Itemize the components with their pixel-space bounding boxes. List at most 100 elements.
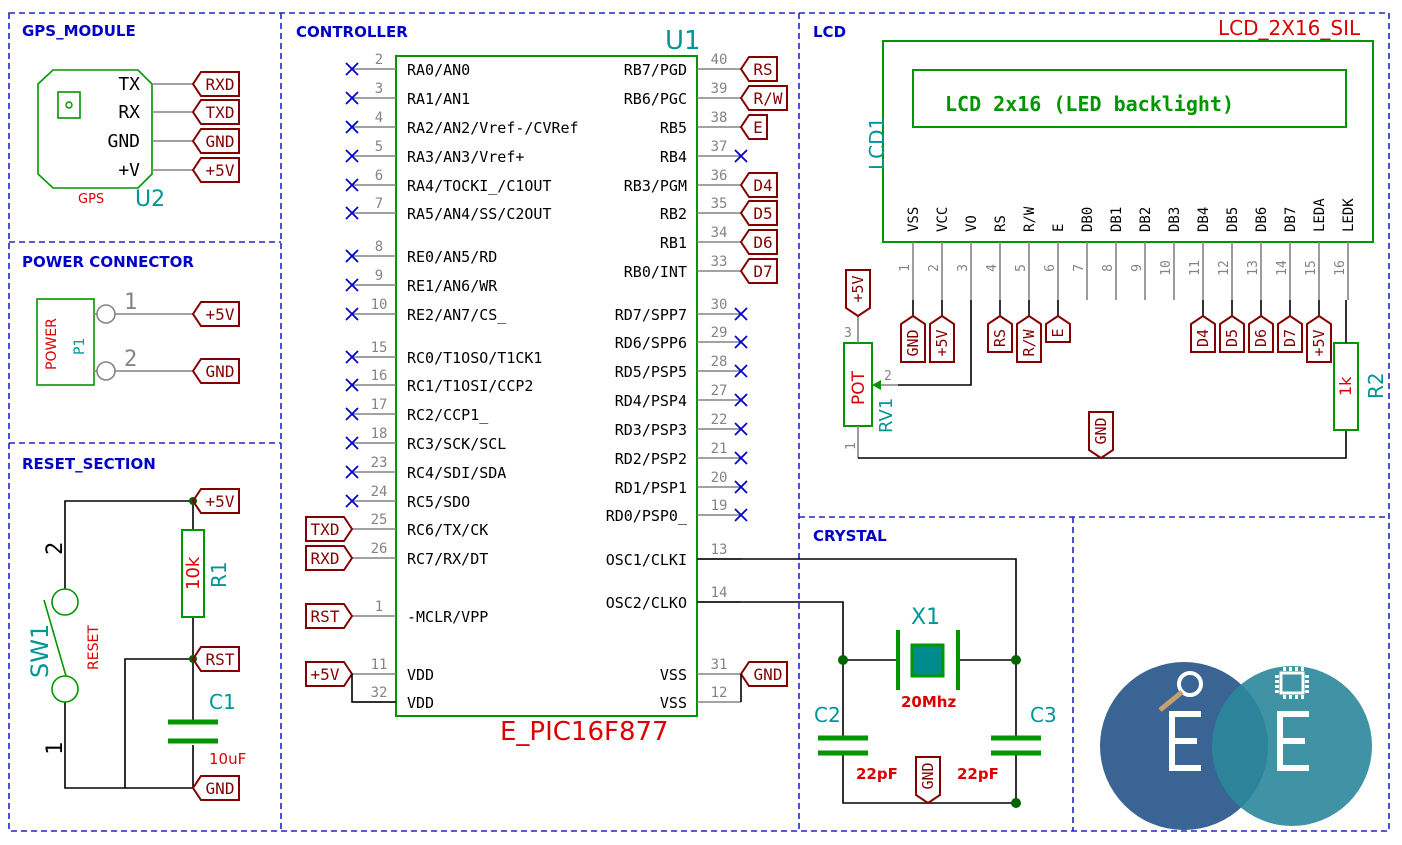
lcd-pin-name: R/W [1022, 206, 1038, 232]
lcd-pin-name: LEDK [1341, 198, 1357, 232]
section-title-power: POWER CONNECTOR [22, 253, 194, 271]
switch-contact-bottom [51, 675, 79, 703]
svg-text:D7: D7 [753, 262, 772, 281]
no-connect-marker [345, 465, 359, 479]
svg-text:+5V: +5V [1310, 329, 1328, 356]
svg-text:36: 36 [711, 168, 728, 184]
lcd-net-label: D5 [1219, 314, 1245, 353]
ic-pin-name: OSC2/CLKO [606, 594, 687, 612]
ic-pin-name: RD1/PSP1 [615, 479, 687, 497]
lcd-pin-name: E [1051, 224, 1067, 232]
ic-pin-name: RA2/AN2/Vref-/CVRef [407, 119, 579, 137]
lcd-pin-name: DB6 [1254, 207, 1270, 232]
svg-text:18: 18 [371, 426, 388, 442]
c2-value: 22pF [856, 765, 898, 783]
no-connect-marker [345, 178, 359, 192]
ic-net-label: D6 [739, 229, 778, 255]
c2-ref: C2 [814, 703, 841, 727]
svg-text:22: 22 [711, 412, 728, 428]
svg-text:GND: GND [206, 132, 235, 151]
crystal-body [910, 643, 945, 678]
svg-text:39: 39 [711, 81, 728, 97]
ic-pin-name: RD6/SPP6 [615, 334, 687, 352]
switch-pin2: 2 [43, 542, 68, 555]
ic-pin-name: RB7/PGD [624, 61, 687, 79]
ic-pin-name: RB3/PGM [624, 177, 687, 195]
gps-body [37, 69, 153, 189]
ic-pin-name: VDD [407, 666, 434, 684]
lcd-net-label: +5V [1306, 314, 1332, 363]
lcd-screen [912, 69, 1347, 128]
lcd-gnd-label: GND [1088, 411, 1114, 460]
no-connect-marker [734, 451, 748, 465]
power-net-label: GND [191, 358, 240, 384]
svg-text:3: 3 [375, 81, 383, 97]
ic-pin-name: RC3/SCK/SCL [407, 435, 506, 453]
ic-pin-name: RB0/INT [624, 263, 687, 281]
connector-pin2: 2 [124, 347, 137, 372]
svg-text:24: 24 [371, 484, 388, 500]
switch-pin1: 1 [43, 742, 68, 755]
svg-text:1: 1 [375, 599, 383, 615]
svg-text:29: 29 [711, 325, 728, 341]
svg-text:38: 38 [711, 110, 728, 126]
switch-contact-top [51, 588, 79, 616]
ic-pin-name: RE2/AN7/CS_ [407, 306, 507, 324]
connector-value: POWER [44, 318, 60, 370]
svg-text:33: 33 [711, 254, 728, 270]
svg-text:9: 9 [1130, 264, 1145, 272]
svg-text:2: 2 [375, 52, 383, 68]
gps-value: GPS [78, 192, 104, 207]
lcd-value: LCD_2X16_SIL [1218, 16, 1361, 40]
section-title-controller: CONTROLLER [296, 23, 408, 41]
svg-text:31: 31 [711, 657, 728, 673]
gps-pin-rx: RX [118, 102, 140, 123]
lcd-pin-name: DB7 [1283, 207, 1299, 232]
ic-pin-name: RB1 [660, 234, 687, 252]
svg-text:12: 12 [711, 685, 728, 701]
reset-net-label-gnd: GND [191, 775, 240, 801]
svg-text:E: E [753, 118, 763, 137]
ic-net-label: E [739, 114, 768, 140]
controller-ic: U1 E_PIC16F877 2RA0/AN03RA1/AN14RA2/AN2/… [305, 26, 788, 747]
svg-text:D5: D5 [1223, 329, 1241, 347]
svg-text:14: 14 [1275, 260, 1290, 276]
ic-pin-name: RB5 [660, 119, 687, 137]
svg-text:RS: RS [991, 329, 1009, 347]
svg-text:8: 8 [1101, 264, 1116, 272]
switch-value: RESET [86, 625, 102, 670]
no-connect-marker [734, 393, 748, 407]
svg-text:27: 27 [711, 383, 728, 399]
svg-text:TXD: TXD [311, 520, 340, 539]
svg-text:7: 7 [1072, 264, 1087, 272]
no-connect-marker [345, 91, 359, 105]
lcd-pin-name: DB2 [1138, 207, 1154, 232]
ic-ref: U1 [665, 26, 701, 56]
lcd-net-label: +5V [929, 314, 955, 363]
connector-pin1: 1 [124, 290, 137, 315]
svg-text:19: 19 [711, 498, 728, 514]
lcd-pin-name: DB1 [1109, 207, 1125, 232]
svg-text:40: 40 [711, 52, 728, 68]
svg-text:16: 16 [1333, 260, 1348, 276]
ic-pin-name: VSS [660, 694, 687, 712]
ic-value: E_PIC16F877 [500, 717, 669, 747]
svg-text:GND: GND [1092, 417, 1110, 444]
ic-pin-name: RD5/PSP5 [615, 363, 687, 381]
lcd-net-label: E [1045, 314, 1071, 343]
ic-pin-name: RD2/PSP2 [615, 450, 687, 468]
svg-text:9: 9 [375, 268, 383, 284]
lcd-net-label: D6 [1248, 314, 1274, 353]
svg-text:15: 15 [1304, 260, 1319, 276]
gps-net-label: +5V [191, 157, 240, 183]
no-connect-marker [345, 378, 359, 392]
no-connect-marker [345, 436, 359, 450]
svg-text:21: 21 [711, 441, 728, 457]
ic-pin-name: RA0/AN0 [407, 61, 470, 79]
connector-ref: P1 [72, 338, 88, 355]
svg-text:8: 8 [375, 239, 383, 255]
lcd-net-label: R/W [1016, 314, 1042, 363]
ic-pin-name: -MCLR/VPP [407, 608, 488, 626]
ic-net-label: RS [739, 56, 778, 82]
r1-ref: R1 [207, 561, 231, 588]
